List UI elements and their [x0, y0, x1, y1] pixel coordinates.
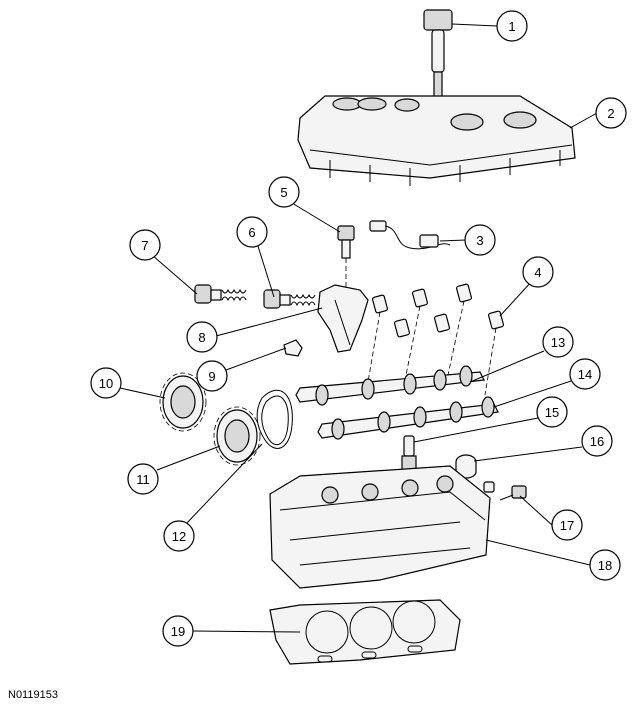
callout-16: 16 — [581, 425, 613, 457]
vct-unit-upper — [159, 372, 207, 432]
callout-12: 12 — [163, 520, 195, 552]
callout-13-label: 13 — [551, 335, 565, 350]
callout-8: 8 — [186, 321, 218, 353]
callout-17-label: 17 — [560, 518, 574, 533]
camshaft-sensor — [337, 225, 355, 290]
callout-9: 9 — [196, 360, 228, 392]
head-gasket — [269, 599, 461, 665]
callout-12-label: 12 — [172, 529, 186, 544]
camshaft-lower — [317, 396, 499, 440]
callout-18-label: 18 — [598, 558, 612, 573]
callout-14: 14 — [569, 358, 601, 390]
callout-11: 11 — [127, 463, 159, 495]
figure-id: N0119153 — [8, 689, 58, 701]
callout-10: 10 — [90, 367, 122, 399]
callout-14-label: 14 — [578, 367, 592, 382]
callout-18: 18 — [589, 549, 621, 581]
ignition-coil — [423, 9, 453, 129]
callout-17: 17 — [551, 509, 583, 541]
callout-4-label: 4 — [534, 265, 541, 280]
callout-7: 7 — [129, 229, 161, 261]
callout-5-label: 5 — [280, 185, 287, 200]
spark-plug — [401, 435, 417, 480]
callout-1-label: 1 — [508, 19, 515, 34]
leader-lines — [119, 23, 598, 633]
callout-10-label: 10 — [99, 376, 113, 391]
callout-15: 15 — [536, 396, 568, 428]
callout-5: 5 — [268, 176, 300, 208]
callout-9-label: 9 — [208, 369, 215, 384]
callout-8-label: 8 — [198, 330, 205, 345]
retaining-bracket — [283, 339, 303, 357]
callout-15-label: 15 — [545, 405, 559, 420]
callout-19: 19 — [162, 615, 194, 647]
callout-2: 2 — [595, 97, 627, 129]
camshaft-carrier — [317, 284, 369, 353]
callout-11-label: 11 — [136, 472, 150, 487]
callout-2-label: 2 — [607, 106, 614, 121]
oil-control-solenoid-left — [194, 284, 247, 304]
roller-followers-upper — [367, 283, 505, 396]
sensor-harness — [369, 220, 451, 250]
callout-19-label: 19 — [171, 624, 185, 639]
cylinder-head — [269, 465, 491, 589]
valve-cover — [297, 95, 576, 186]
callout-7-label: 7 — [141, 238, 148, 253]
callout-3: 3 — [464, 224, 496, 256]
vct-unit-lower — [213, 406, 261, 466]
callout-4: 4 — [522, 256, 554, 288]
fitting — [483, 481, 527, 501]
callout-6: 6 — [236, 216, 268, 248]
timing-chain — [256, 389, 293, 449]
camshaft-upper — [295, 365, 485, 406]
oil-control-solenoid-right — [263, 289, 316, 309]
callout-6-label: 6 — [248, 225, 255, 240]
cap-plug — [455, 454, 477, 479]
callout-1: 1 — [496, 10, 528, 42]
callout-13: 13 — [542, 326, 574, 358]
callout-16-label: 16 — [590, 434, 604, 449]
callout-3-label: 3 — [476, 233, 483, 248]
